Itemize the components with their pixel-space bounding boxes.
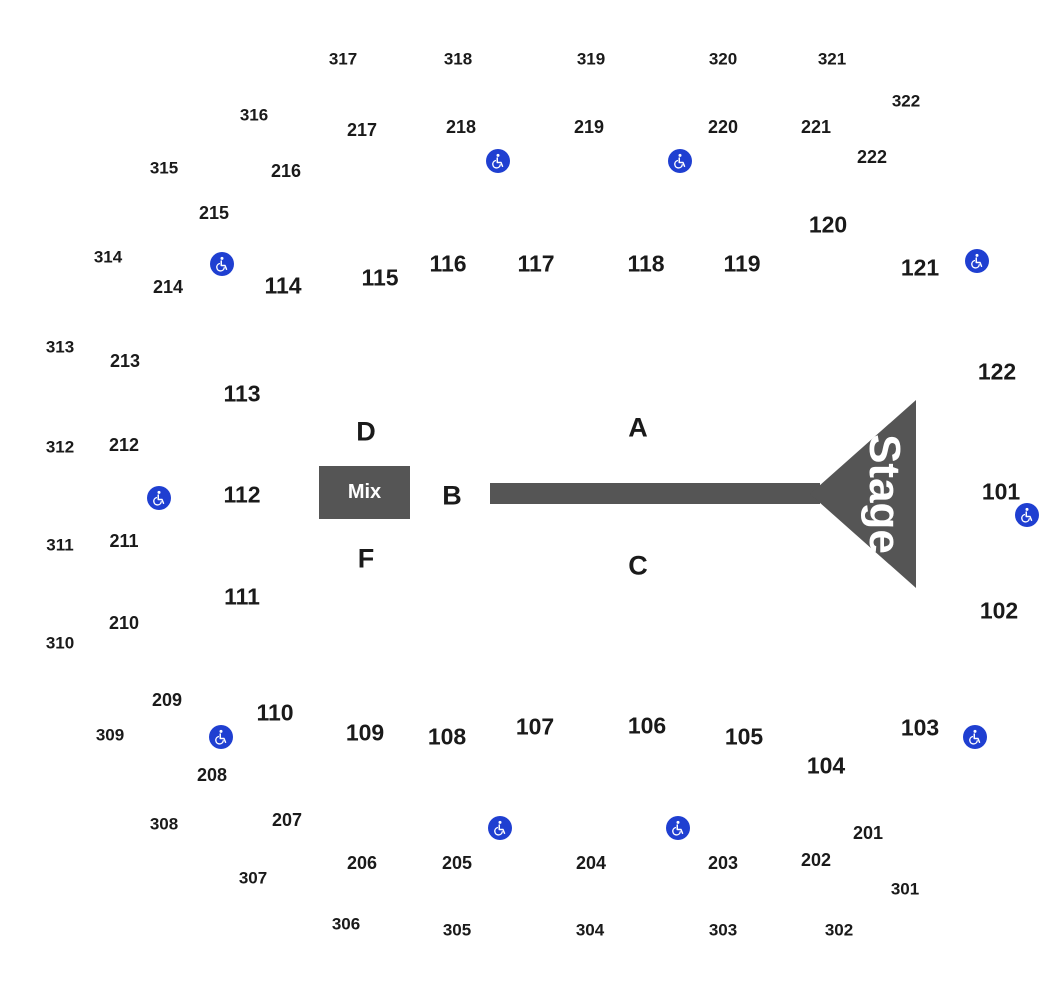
section-c[interactable]: C bbox=[628, 550, 648, 581]
section-213[interactable]: 213 bbox=[109, 351, 141, 371]
section-313[interactable]: 313 bbox=[45, 337, 75, 357]
stage-label: Stage bbox=[860, 434, 909, 554]
section-121[interactable]: 121 bbox=[900, 254, 940, 281]
section-217[interactable]: 217 bbox=[346, 120, 378, 140]
section-222[interactable]: 222 bbox=[856, 147, 888, 167]
section-208[interactable]: 208 bbox=[196, 765, 228, 785]
runway bbox=[490, 483, 820, 504]
wheelchair-accessible-icon bbox=[965, 249, 989, 273]
section-102[interactable]: 102 bbox=[979, 597, 1019, 624]
section-220[interactable]: 220 bbox=[707, 117, 739, 137]
section-210[interactable]: 210 bbox=[108, 613, 140, 633]
section-207[interactable]: 207 bbox=[271, 810, 303, 830]
section-108[interactable]: 108 bbox=[427, 723, 467, 750]
section-209[interactable]: 209 bbox=[151, 690, 183, 710]
wheelchair-accessible-icon bbox=[486, 149, 510, 173]
section-320[interactable]: 320 bbox=[708, 49, 738, 69]
section-120[interactable]: 120 bbox=[808, 211, 848, 238]
section-312[interactable]: 312 bbox=[45, 437, 75, 457]
section-201[interactable]: 201 bbox=[852, 823, 884, 843]
section-308[interactable]: 308 bbox=[149, 814, 179, 834]
section-d[interactable]: D bbox=[356, 416, 376, 447]
section-310[interactable]: 310 bbox=[45, 633, 75, 653]
section-203[interactable]: 203 bbox=[707, 853, 739, 873]
wheelchair-accessible-icon bbox=[666, 816, 690, 840]
section-a[interactable]: A bbox=[628, 412, 648, 443]
section-118[interactable]: 118 bbox=[627, 250, 665, 277]
section-112[interactable]: 112 bbox=[223, 481, 261, 508]
section-321[interactable]: 321 bbox=[817, 49, 847, 69]
section-119[interactable]: 119 bbox=[723, 250, 761, 277]
section-110[interactable]: 110 bbox=[256, 699, 294, 726]
section-216[interactable]: 216 bbox=[270, 161, 302, 181]
section-104[interactable]: 104 bbox=[806, 752, 846, 779]
section-202[interactable]: 202 bbox=[800, 850, 832, 870]
section-307[interactable]: 307 bbox=[238, 868, 268, 888]
section-206[interactable]: 206 bbox=[346, 853, 378, 873]
wheelchair-accessible-icon bbox=[488, 816, 512, 840]
section-318[interactable]: 318 bbox=[443, 49, 473, 69]
section-221[interactable]: 221 bbox=[800, 117, 832, 137]
section-101[interactable]: 101 bbox=[981, 478, 1021, 505]
section-122[interactable]: 122 bbox=[977, 358, 1017, 385]
section-103[interactable]: 103 bbox=[900, 714, 940, 741]
section-212[interactable]: 212 bbox=[108, 435, 140, 455]
section-214[interactable]: 214 bbox=[152, 277, 184, 297]
section-306[interactable]: 306 bbox=[331, 914, 361, 934]
section-117[interactable]: 117 bbox=[517, 250, 555, 277]
section-211[interactable]: 211 bbox=[109, 531, 139, 551]
section-316[interactable]: 316 bbox=[239, 105, 269, 125]
section-106[interactable]: 106 bbox=[627, 712, 667, 739]
section-305[interactable]: 305 bbox=[442, 920, 472, 940]
section-115[interactable]: 115 bbox=[361, 264, 399, 291]
wheelchair-accessible-icon bbox=[1015, 503, 1039, 527]
section-109[interactable]: 109 bbox=[345, 719, 385, 746]
section-302[interactable]: 302 bbox=[824, 920, 854, 940]
section-205[interactable]: 205 bbox=[441, 853, 473, 873]
section-114[interactable]: 114 bbox=[264, 272, 302, 299]
section-301[interactable]: 301 bbox=[890, 879, 920, 899]
section-113[interactable]: 113 bbox=[223, 380, 261, 407]
section-111[interactable]: 111 bbox=[224, 583, 260, 610]
wheelchair-accessible-icon bbox=[210, 252, 234, 276]
section-319[interactable]: 319 bbox=[576, 49, 606, 69]
section-315[interactable]: 315 bbox=[149, 158, 179, 178]
mix-position: Mix bbox=[319, 466, 410, 519]
section-204[interactable]: 204 bbox=[575, 853, 607, 873]
section-107[interactable]: 107 bbox=[515, 713, 555, 740]
section-322[interactable]: 322 bbox=[891, 91, 921, 111]
section-303[interactable]: 303 bbox=[708, 920, 738, 940]
section-215[interactable]: 215 bbox=[198, 203, 230, 223]
section-304[interactable]: 304 bbox=[575, 920, 605, 940]
section-309[interactable]: 309 bbox=[95, 725, 125, 745]
stage[interactable] bbox=[810, 400, 916, 588]
section-314[interactable]: 314 bbox=[93, 247, 123, 267]
section-219[interactable]: 219 bbox=[573, 117, 605, 137]
section-f[interactable]: F bbox=[357, 543, 375, 574]
section-317[interactable]: 317 bbox=[328, 49, 358, 69]
section-311[interactable]: 311 bbox=[46, 535, 74, 555]
section-116[interactable]: 116 bbox=[429, 250, 467, 277]
section-105[interactable]: 105 bbox=[724, 723, 764, 750]
wheelchair-accessible-icon bbox=[147, 486, 171, 510]
wheelchair-accessible-icon bbox=[668, 149, 692, 173]
wheelchair-accessible-icon bbox=[963, 725, 987, 749]
wheelchair-accessible-icon bbox=[209, 725, 233, 749]
section-b[interactable]: B bbox=[442, 480, 462, 511]
section-218[interactable]: 218 bbox=[445, 117, 477, 137]
